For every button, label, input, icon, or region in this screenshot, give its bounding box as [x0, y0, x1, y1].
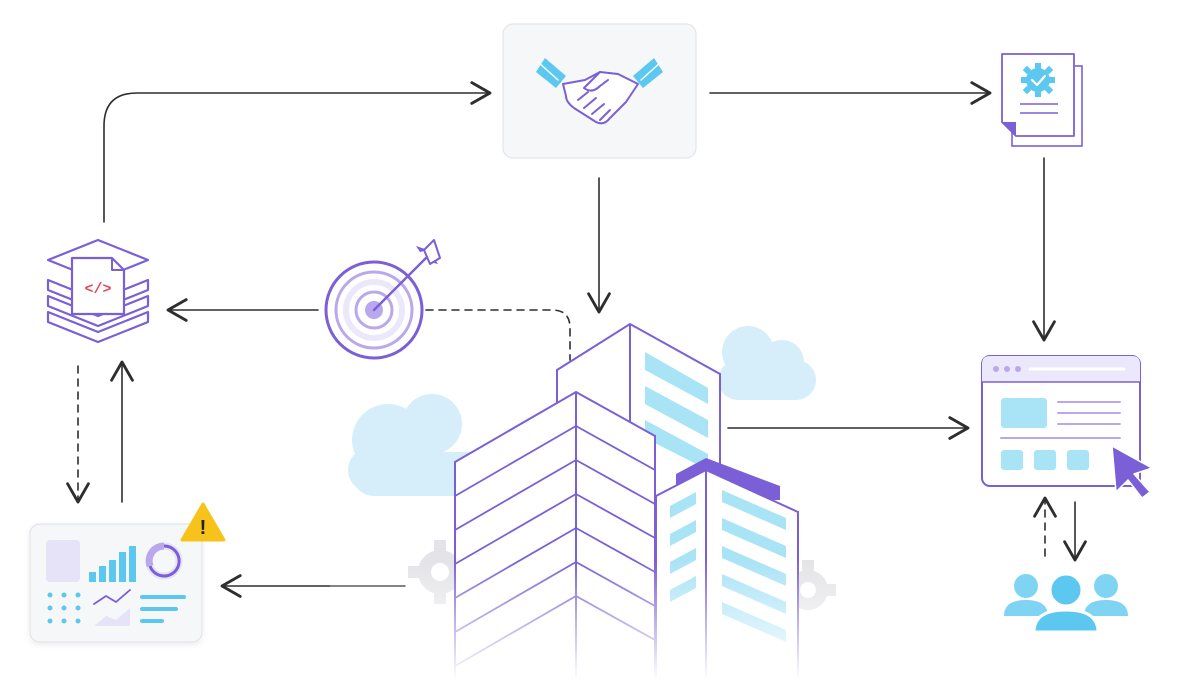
code-file-icon: </> [70, 256, 126, 316]
cloud-icon [718, 326, 816, 400]
dashed-connectors [66, 309, 1057, 557]
cursor-icon [1111, 445, 1153, 499]
code-stack-icon: </> [46, 238, 150, 344]
analytics-dashboard-card: ! [29, 502, 226, 643]
code-glyph: </> [84, 281, 111, 298]
gear-badge-icon [1021, 63, 1055, 97]
warning-icon: ! [180, 502, 226, 542]
analytics-dashboard-icon [46, 540, 186, 626]
partnership-card [502, 23, 697, 159]
browser-window-icon [981, 355, 1153, 499]
target-icon [324, 239, 441, 360]
users-group-icon [1004, 572, 1128, 634]
warning-glyph: ! [200, 517, 207, 539]
certified-document-icon [1001, 53, 1083, 147]
dashed-goal-to-enterprise [425, 309, 571, 361]
handshake-icon [536, 58, 663, 125]
office-buildings-icon [330, 322, 850, 680]
arrow-integration-to-partnership [103, 81, 492, 223]
connectors [103, 81, 1087, 598]
